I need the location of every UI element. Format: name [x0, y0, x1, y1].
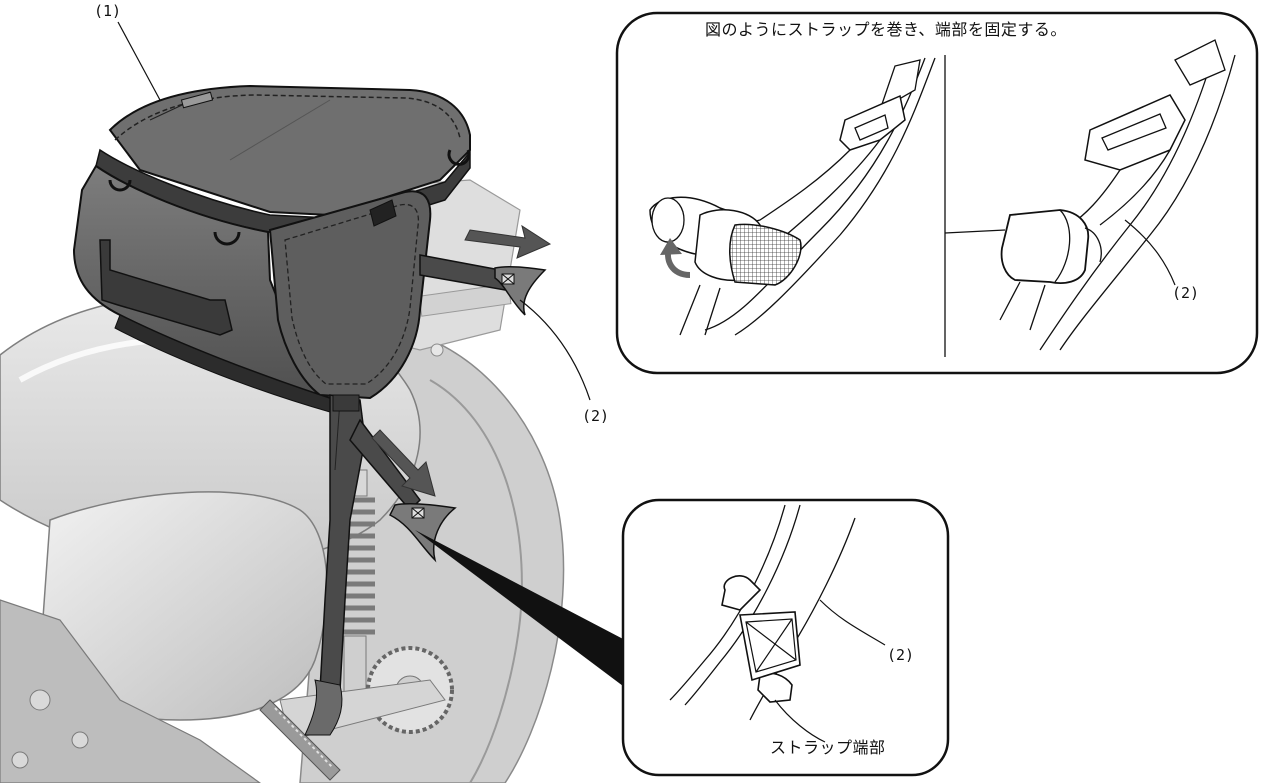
keeper-loop	[721, 575, 762, 611]
front-pocket	[268, 190, 432, 400]
leader-part2-top	[1124, 219, 1176, 286]
part1-label: (1)	[94, 2, 122, 20]
footpeg	[259, 699, 341, 781]
top-inset	[615, 11, 1259, 375]
pull-arrow-down	[371, 429, 436, 497]
strap-assembly	[304, 254, 547, 736]
engine	[0, 599, 262, 783]
part2-label-top-inset: (2)	[1172, 284, 1200, 302]
leader-part1	[117, 21, 161, 101]
bottom-inset	[621, 498, 950, 777]
strap-hook-lower	[388, 503, 457, 563]
leader-part2-bottom	[819, 599, 886, 646]
hook-and-loop-pad	[729, 223, 802, 286]
tail-bag	[72, 84, 471, 416]
strap-keeper	[1000, 209, 1090, 284]
top-inset-caption: 図のようにストラップを巻き、端部を固定する。	[705, 20, 1067, 39]
pull-arrow-right	[464, 224, 552, 259]
part2-label-bottom-inset: (2)	[887, 646, 915, 664]
leader-strap-end	[774, 699, 826, 743]
part2-label-main: (2)	[582, 407, 610, 425]
zoom-wedge	[415, 530, 635, 695]
strap-end-callout: ストラップ端部	[770, 738, 886, 757]
leader-part2-main	[519, 299, 591, 401]
